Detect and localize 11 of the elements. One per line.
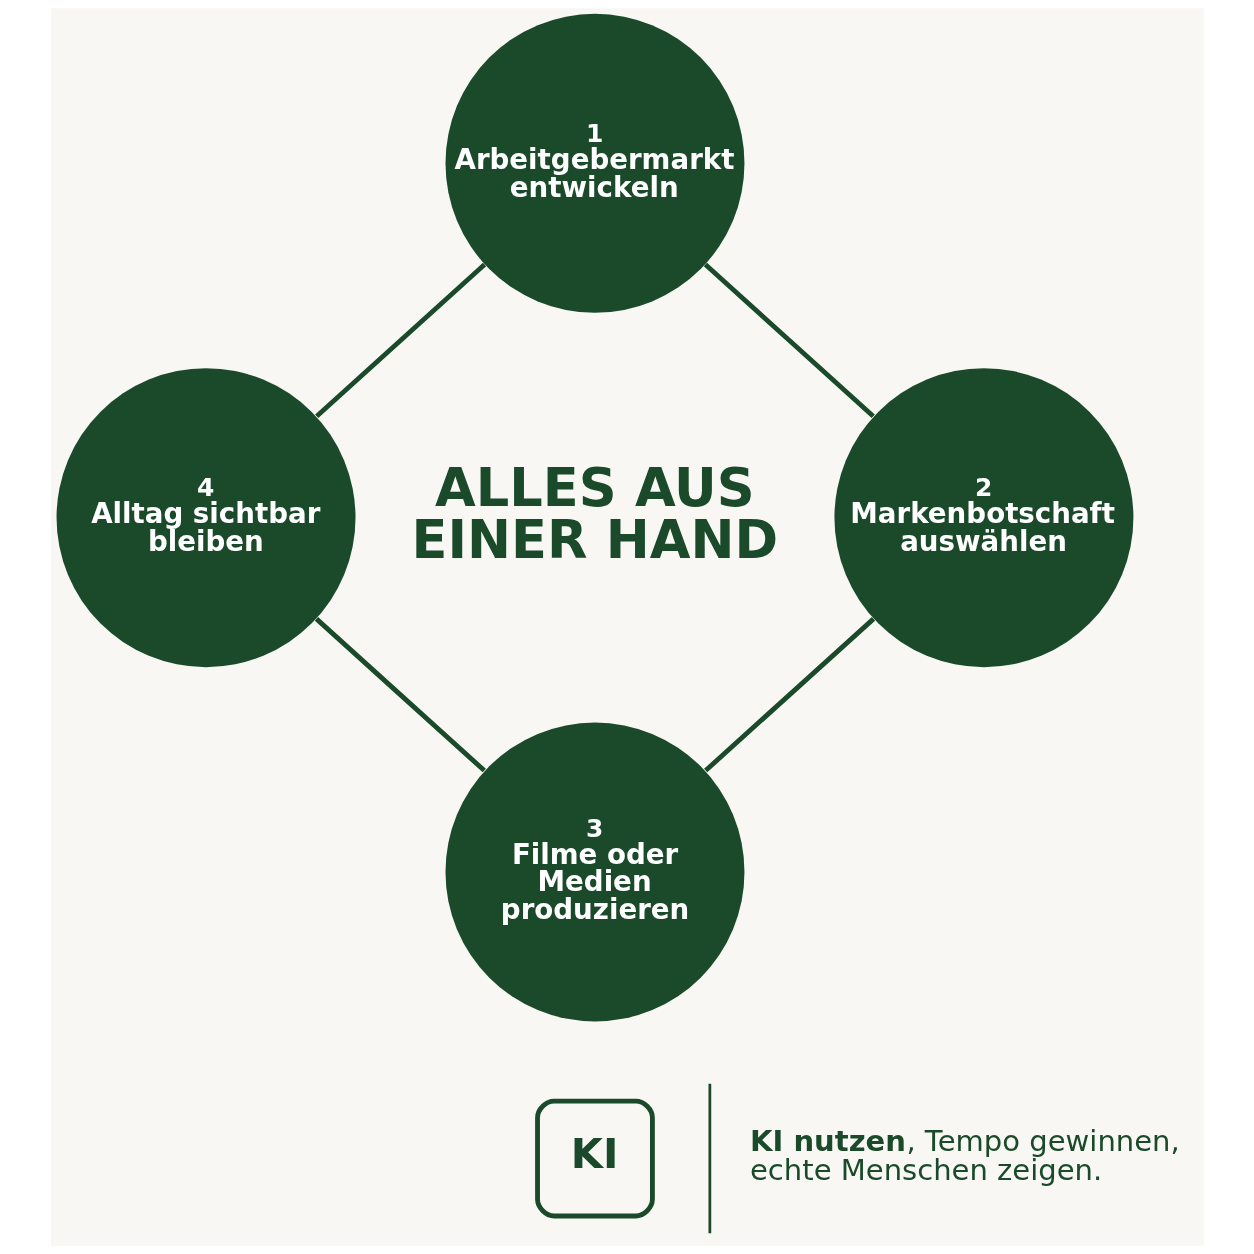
label: ALLES AUS EINER HAND bbox=[411, 456, 778, 571]
connector bbox=[314, 617, 486, 773]
connector bbox=[703, 262, 875, 418]
node-circle: 2 Markenbotschaft auswählen bbox=[833, 368, 1133, 668]
node-circle: 1 Arbeitgebermarkt entwickeln bbox=[445, 13, 744, 313]
node-circle: 3 Filme oder Medien produzieren bbox=[445, 722, 744, 1022]
connector bbox=[314, 262, 486, 418]
node-circle: 4 Alltag sichtbar bleiben bbox=[56, 368, 355, 668]
connector bbox=[703, 617, 875, 773]
node-box: KI bbox=[534, 1098, 655, 1219]
node-label: KI nutzen, Tempo gewinnen, echte Menschen zeigen. bbox=[749, 1124, 1180, 1188]
